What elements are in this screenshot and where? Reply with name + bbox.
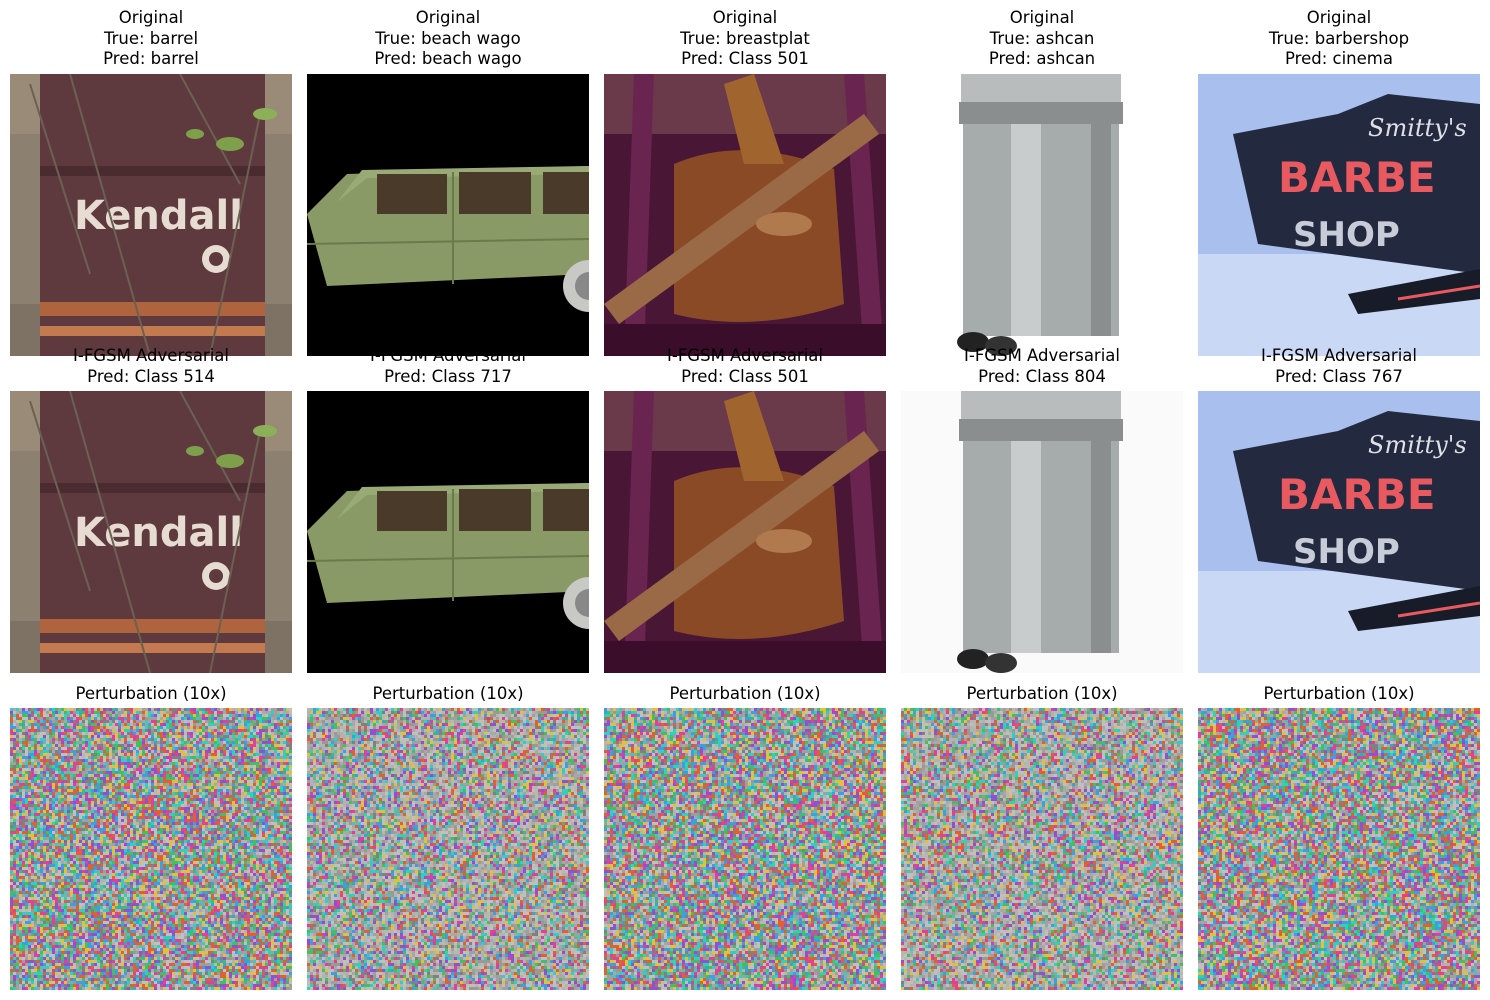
title-line2: Pred: Class 804 <box>882 367 1202 388</box>
barrel-brand-text: Kendall <box>74 193 243 239</box>
title-line3: Pred: Class 501 <box>585 49 905 70</box>
title-adversarial-2: I-FGSM Adversarial Pred: Class 717 <box>288 346 608 387</box>
image-original-wagon <box>307 74 589 356</box>
title-line2: True: beach wago <box>288 29 608 50</box>
title-line3: Pred: ashcan <box>882 49 1202 70</box>
title-line1: I-FGSM Adversarial <box>882 346 1202 367</box>
title-line2: Pred: Class 514 <box>0 367 311 388</box>
sign-script-text: Smitty's <box>1368 114 1467 142</box>
image-perturbation-2 <box>307 708 589 990</box>
barrel-brand-text: Kendall <box>74 510 243 556</box>
title-line1: I-FGSM Adversarial <box>288 346 608 367</box>
image-original-barbershop: Smitty's BARBE SHOP <box>1198 74 1480 356</box>
title-line1: Perturbation (10x) <box>0 684 311 705</box>
image-perturbation-4 <box>901 708 1183 990</box>
title-line1: Perturbation (10x) <box>882 684 1202 705</box>
title-line2: True: barbershop <box>1179 29 1490 50</box>
title-line2: Pred: Class 717 <box>288 367 608 388</box>
image-original-breastplate <box>604 74 886 356</box>
title-perturbation-4: Perturbation (10x) <box>882 684 1202 705</box>
title-line2: True: barrel <box>0 29 311 50</box>
title-line3: Pred: barrel <box>0 49 311 70</box>
sign-word1-text: BARBE <box>1278 153 1436 202</box>
title-line2: Pred: Class 501 <box>585 367 905 388</box>
title-line2: True: breastplat <box>585 29 905 50</box>
sign-script-text: Smitty's <box>1368 431 1467 459</box>
image-adversarial-breastplate <box>604 391 886 673</box>
title-line3: Pred: cinema <box>1179 49 1490 70</box>
title-adversarial-3: I-FGSM Adversarial Pred: Class 501 <box>585 346 905 387</box>
title-line1: Original <box>288 8 608 29</box>
title-line1: Perturbation (10x) <box>585 684 905 705</box>
sign-word2-text: SHOP <box>1293 532 1400 572</box>
title-line1: I-FGSM Adversarial <box>1179 346 1490 367</box>
title-line1: I-FGSM Adversarial <box>585 346 905 367</box>
title-line3: Pred: beach wago <box>288 49 608 70</box>
image-adversarial-wagon <box>307 391 589 673</box>
title-line1: Original <box>882 8 1202 29</box>
title-line1: Original <box>1179 8 1490 29</box>
title-line2: True: ashcan <box>882 29 1202 50</box>
title-adversarial-5: I-FGSM Adversarial Pred: Class 767 <box>1179 346 1490 387</box>
title-original-3: Original True: breastplat Pred: Class 50… <box>585 8 905 70</box>
title-line1: Original <box>0 8 311 29</box>
title-perturbation-2: Perturbation (10x) <box>288 684 608 705</box>
title-original-1: Original True: barrel Pred: barrel <box>0 8 311 70</box>
title-perturbation-3: Perturbation (10x) <box>585 684 905 705</box>
title-line1: Perturbation (10x) <box>1179 684 1490 705</box>
image-perturbation-1 <box>10 708 292 990</box>
image-perturbation-3 <box>604 708 886 990</box>
title-adversarial-1: I-FGSM Adversarial Pred: Class 514 <box>0 346 311 387</box>
image-adversarial-barrel: Kendall <box>10 391 292 673</box>
title-line1: I-FGSM Adversarial <box>0 346 311 367</box>
title-perturbation-5: Perturbation (10x) <box>1179 684 1490 705</box>
title-line1: Original <box>585 8 905 29</box>
title-perturbation-1: Perturbation (10x) <box>0 684 311 705</box>
sign-word1-text: BARBE <box>1278 470 1436 519</box>
title-original-4: Original True: ashcan Pred: ashcan <box>882 8 1202 70</box>
image-adversarial-barbershop: Smitty's BARBE SHOP <box>1198 391 1480 673</box>
image-original-ashcan <box>901 74 1183 356</box>
sign-word2-text: SHOP <box>1293 215 1400 255</box>
image-adversarial-ashcan <box>901 391 1183 673</box>
title-original-5: Original True: barbershop Pred: cinema <box>1179 8 1490 70</box>
image-original-barrel: Kendall <box>10 74 292 356</box>
title-line2: Pred: Class 767 <box>1179 367 1490 388</box>
title-line1: Perturbation (10x) <box>288 684 608 705</box>
title-adversarial-4: I-FGSM Adversarial Pred: Class 804 <box>882 346 1202 387</box>
title-original-2: Original True: beach wago Pred: beach wa… <box>288 8 608 70</box>
image-perturbation-5 <box>1198 708 1480 990</box>
